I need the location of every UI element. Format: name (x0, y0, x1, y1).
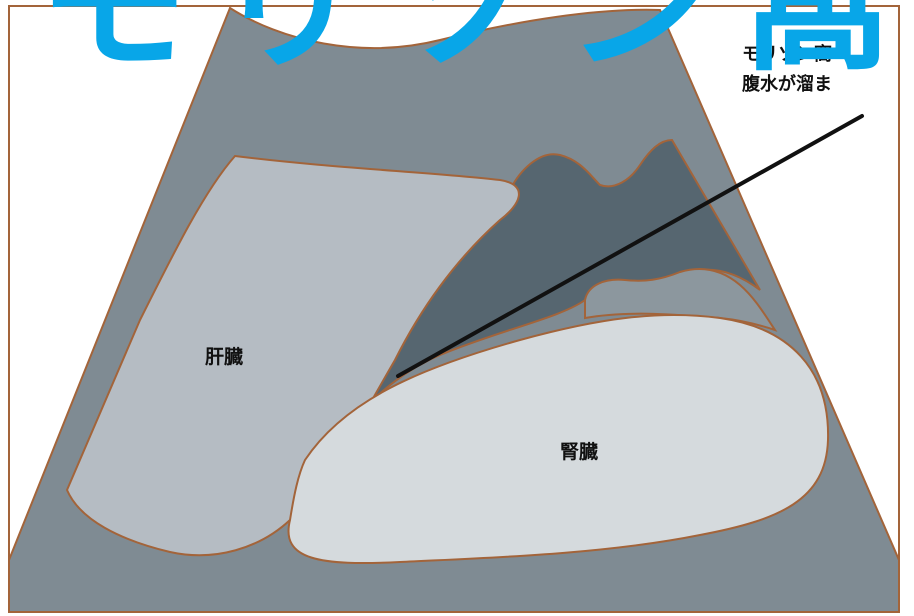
liver-label: 肝臓 (205, 346, 244, 368)
callout-pointer-line (396, 114, 864, 378)
callout-line-2: 腹水が溜ま (742, 74, 832, 95)
callout-line-1: モリソン窩 (742, 44, 832, 65)
callout-text: モリソン窩 腹水が溜ま (742, 42, 914, 116)
overlay-title-text: モリソン窩 (38, 0, 914, 88)
kidney-label: 腎臓 (560, 441, 599, 463)
kidney-shape (287, 313, 830, 565)
overlay-title: モリソン窩 (0, 0, 914, 88)
